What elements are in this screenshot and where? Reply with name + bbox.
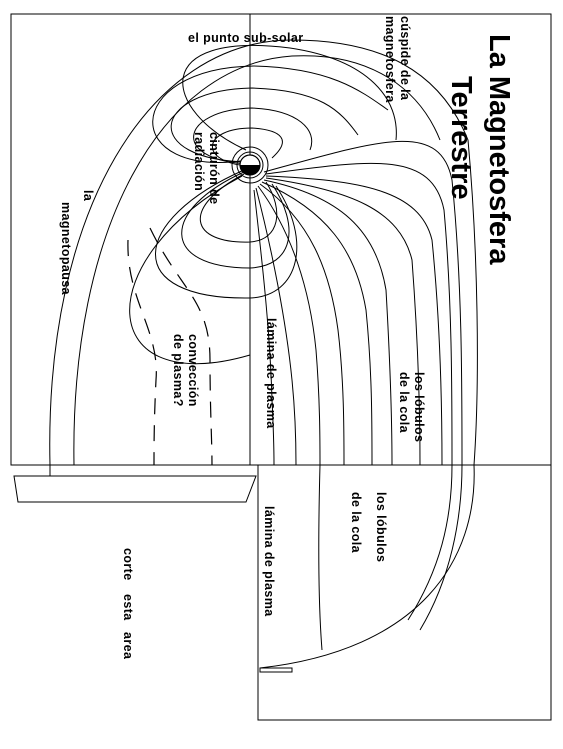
magnetopause-inner <box>73 55 441 466</box>
tail-lobes-upper-line-2: de la cola <box>397 372 411 434</box>
field-line-8 <box>129 175 251 365</box>
magnetopause-line-1: la <box>81 190 95 202</box>
tail-line-5 <box>263 179 393 466</box>
cusp-label: cúspide de la magnetosfera <box>383 16 412 103</box>
convection-line-2: de plasma? <box>171 334 185 407</box>
magnetopause-line-2: magnetopausa <box>59 202 73 296</box>
tail-lobes-upper-line-1: los lóbulos <box>412 372 426 442</box>
title-line-1: La Magnetosfera <box>483 34 515 265</box>
radiation-belt-line-2: radiación <box>192 132 206 191</box>
cut-area-word-1: corte <box>121 548 135 581</box>
magnetopause-label: la magnetopausa <box>59 190 95 296</box>
field-line-1 <box>152 65 389 163</box>
tail-line-4 <box>265 177 421 466</box>
radiation-belt-label: cinturón de radiación <box>192 132 221 204</box>
lower-panel-border <box>257 464 552 721</box>
lower-line-1 <box>419 464 463 631</box>
tail-line-9 <box>255 187 297 466</box>
field-line-6 <box>181 171 290 269</box>
earth-night-side <box>240 165 260 175</box>
convection-line-1: convección <box>186 334 200 407</box>
magnetopause-boundaries <box>49 39 478 669</box>
plasma-sheet-upper-label: lámina de plasma <box>264 318 278 429</box>
lower-line-2 <box>407 464 453 621</box>
tail-lobes-lower-line-1: los lóbulos <box>374 492 388 562</box>
convection-path-2 <box>149 227 213 466</box>
plasma-convection-paths <box>127 227 213 466</box>
convection-label: convección de plasma? <box>171 334 200 407</box>
lower-magnetopause <box>259 464 475 669</box>
earth-ring-outer <box>231 146 269 184</box>
tail-line-6 <box>261 181 373 466</box>
field-line-4 <box>212 127 283 167</box>
field-line-3 <box>193 107 313 165</box>
radiation-belt-line-1: cinturón de <box>207 132 221 204</box>
plasma-sheet-lower-label: lámina de plasma <box>262 506 276 617</box>
tail-line-3 <box>265 175 443 466</box>
field-line-9 <box>182 44 397 151</box>
field-line-2 <box>170 87 359 163</box>
title-block: La Magnetosfera Terrestre <box>445 34 515 265</box>
cut-area-label: corte esta area <box>121 548 135 660</box>
cut-area-word-2: esta <box>121 594 135 621</box>
field-line-7 <box>200 173 278 243</box>
closed-field-lines <box>129 44 397 365</box>
cusp-label-line-2: magnetosfera <box>383 16 397 103</box>
lower-line-3 <box>318 464 323 651</box>
tail-line-8 <box>257 185 321 466</box>
panel-outlines <box>10 13 552 721</box>
tail-line-2 <box>265 162 453 466</box>
lower-panel-field-lines <box>318 464 463 651</box>
lower-tab <box>259 667 293 673</box>
title-line-2: Terrestre <box>445 76 477 200</box>
tail-lobes-lower-label: los lóbulos de la cola <box>349 492 388 562</box>
earth <box>231 146 269 184</box>
cut-area-word-3: area <box>121 632 135 660</box>
tail-lobes-lower-line-2: de la cola <box>349 492 363 554</box>
tail-line-10 <box>253 189 275 466</box>
convection-path-1 <box>127 239 157 466</box>
tail-field-lines <box>253 140 463 466</box>
subsolar-point-label: el punto sub-solar <box>188 31 304 45</box>
cusp-label-line-1: cúspide de la <box>398 16 412 101</box>
field-line-5 <box>155 169 298 299</box>
tail-lobes-upper-label: los lóbulos de la cola <box>397 372 426 442</box>
earth-ring-inner <box>236 151 264 179</box>
tail-line-7 <box>259 183 345 466</box>
tab-strip <box>13 475 257 503</box>
magnetopause-outer <box>49 39 478 466</box>
tail-line-1 <box>263 140 463 466</box>
